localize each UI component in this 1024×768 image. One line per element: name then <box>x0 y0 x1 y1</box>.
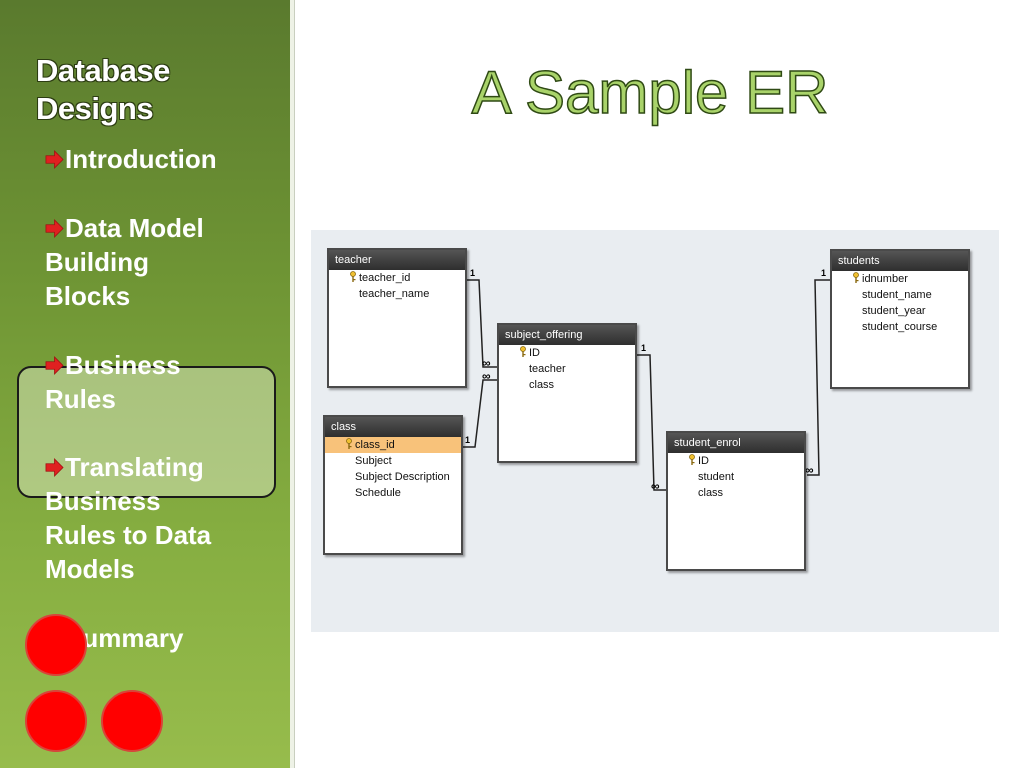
nav-item-label: Translating <box>65 452 204 482</box>
field-teacher-id[interactable]: teacher_id <box>329 270 465 286</box>
relationship-lines <box>461 279 830 491</box>
field-id[interactable]: ID <box>499 345 635 361</box>
key-icon <box>350 271 356 282</box>
field-schedule[interactable]: Schedule <box>355 487 401 499</box>
nav-item-business-rules[interactable]: Business Rules <box>45 348 275 416</box>
table-student-enrol[interactable]: student_enrol ID student class <box>666 431 806 571</box>
cardinality-many: ∞ <box>651 479 660 493</box>
table-header: subject_offering <box>499 325 635 345</box>
field-class-id[interactable]: class_id <box>325 437 461 453</box>
key-icon <box>853 272 859 283</box>
key-icon <box>346 438 352 449</box>
field-student[interactable]: student <box>698 471 735 483</box>
cardinality-many: ∞ <box>482 356 491 370</box>
red-dot-marker <box>25 614 87 676</box>
key-icon <box>520 346 526 357</box>
sidebar-divider <box>290 0 294 768</box>
table-students[interactable]: students idnumber student_name student_y… <box>830 249 970 389</box>
arrow-bullet-icon <box>45 458 64 477</box>
field-subject[interactable]: Subject <box>355 455 392 467</box>
arrow-bullet-icon <box>45 150 64 169</box>
cardinality-one: 1 <box>641 343 647 353</box>
nav-item-label: Data Model <box>65 213 204 243</box>
slide-title: A Sample ER <box>471 58 829 127</box>
field-student-year[interactable]: student_year <box>862 305 926 317</box>
nav-item-label: Introduction <box>65 144 217 174</box>
red-dot-marker <box>25 690 87 752</box>
nav-item-label: Business <box>65 350 181 380</box>
field-subject-description[interactable]: Subject Description <box>355 471 450 483</box>
cardinality-one: 1 <box>470 268 476 278</box>
nav-item-label: Models <box>45 554 135 584</box>
field-id[interactable]: ID <box>668 453 804 469</box>
table-header: students <box>832 251 968 271</box>
sidebar-divider-line <box>294 0 295 768</box>
er-diagram: 1 ∞ ∞ 1 1 ∞ ∞ 1 teacher teacher_id teach… <box>311 230 999 632</box>
arrow-bullet-icon <box>45 219 64 238</box>
cardinality-many: ∞ <box>482 369 491 383</box>
field-teacher[interactable]: teacher <box>529 363 566 375</box>
sidebar-title: Database Designs <box>36 52 170 128</box>
nav-item-translating-business-rules[interactable]: Translating Business Rules to Data Model… <box>45 450 275 586</box>
table-teacher[interactable]: teacher teacher_id teacher_name <box>327 248 467 388</box>
field-teacher-name[interactable]: teacher_name <box>359 288 430 300</box>
arrow-bullet-icon <box>45 356 64 375</box>
nav-item-introduction[interactable]: Introduction <box>45 142 275 176</box>
nav-item-label: Building <box>45 247 149 277</box>
field-class[interactable]: class <box>698 487 724 499</box>
key-icon <box>689 454 695 465</box>
nav-item-label: Rules <box>45 384 116 414</box>
nav-item-data-model-building-blocks[interactable]: Data Model Building Blocks <box>45 211 275 313</box>
field-class[interactable]: class <box>529 379 555 391</box>
current-topic-highlight <box>17 366 276 498</box>
cardinality-one: 1 <box>821 268 827 278</box>
nav-item-label: Blocks <box>45 281 131 311</box>
red-dot-marker <box>101 690 163 752</box>
cardinality-many: ∞ <box>805 463 814 477</box>
nav-item-label: Rules to Data <box>45 520 212 550</box>
cardinality-one: 1 <box>465 435 471 445</box>
field-student-course[interactable]: student_course <box>862 321 938 333</box>
table-header: student_enrol <box>668 433 804 453</box>
sidebar-title-line1: Database <box>36 53 170 88</box>
field-idnumber[interactable]: idnumber <box>832 271 968 287</box>
table-class[interactable]: class class_id Subject Subject Descripti… <box>323 415 463 555</box>
table-subject-offering[interactable]: subject_offering ID teacher class <box>497 323 637 463</box>
sidebar-title-line2: Designs <box>36 91 154 126</box>
field-student-name[interactable]: student_name <box>862 289 932 301</box>
nav-item-label: Business <box>45 486 161 516</box>
table-header: class <box>325 417 461 437</box>
table-header: teacher <box>329 250 465 270</box>
